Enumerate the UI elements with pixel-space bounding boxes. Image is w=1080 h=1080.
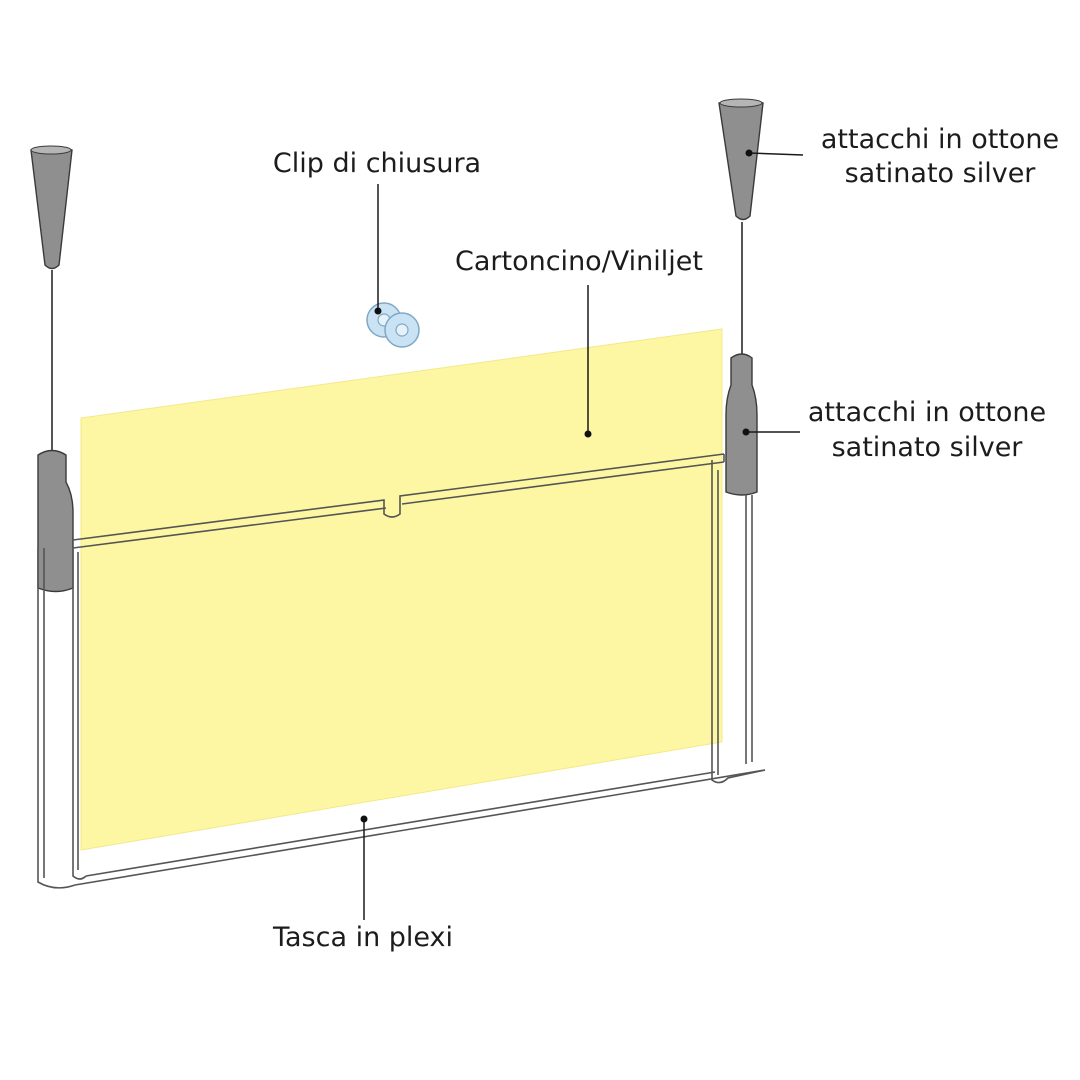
leader-clip — [374, 184, 382, 315]
label-attacchi-mid-line1: attacchi in ottone — [808, 397, 1046, 428]
leader-attacchi-mid — [742, 428, 800, 436]
leader-attacchi-top — [745, 149, 804, 157]
left-suspension — [30, 145, 74, 593]
label-card: Cartoncino/Viniljet — [455, 246, 703, 277]
right-suspension — [718, 98, 764, 496]
card-sheet — [80, 328, 723, 851]
label-clip: Clip di chiusura — [273, 148, 481, 179]
label-attacchi-top-line2: satinato silver — [845, 158, 1037, 189]
leader-card — [584, 285, 592, 438]
right-lower-fitting-icon — [725, 353, 758, 496]
clip-icon — [366, 302, 420, 348]
label-attacchi-mid-line2: satinato silver — [832, 432, 1024, 463]
label-attacchi-top-line1: attacchi in ottone — [821, 124, 1059, 155]
plexi-pocket — [37, 453, 766, 889]
left-top-fitting-icon — [30, 145, 73, 270]
leader-pocket — [360, 815, 368, 920]
right-top-fitting-icon — [718, 98, 764, 221]
label-pocket: Tasca in plexi — [272, 922, 453, 953]
